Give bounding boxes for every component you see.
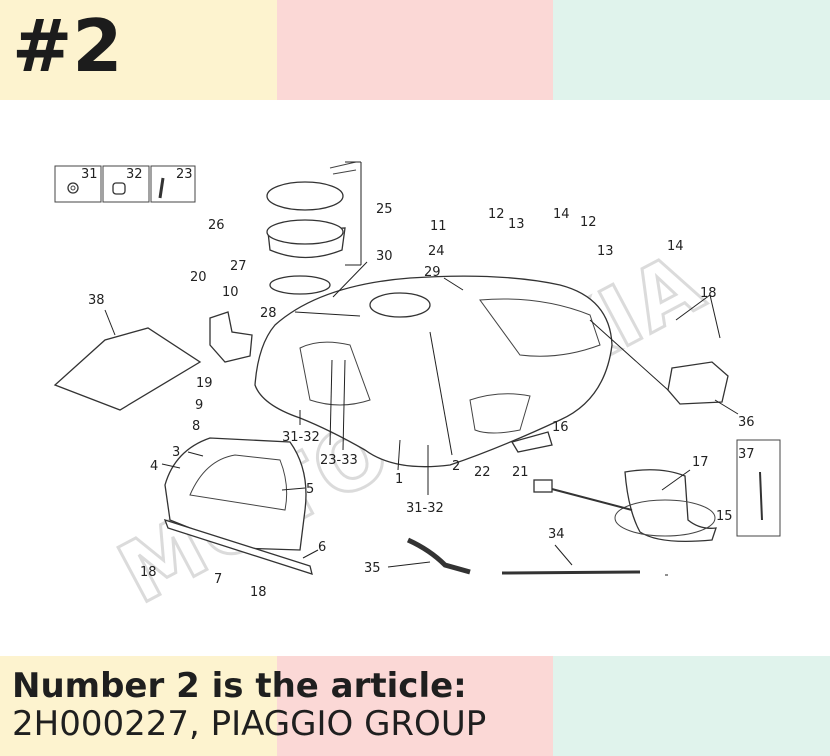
label-2: 2 bbox=[452, 459, 460, 474]
header-band bbox=[0, 0, 830, 100]
label-20: 20 bbox=[190, 270, 207, 285]
footer-band-mint bbox=[553, 656, 830, 756]
label-11: 11 bbox=[430, 219, 447, 234]
label-29: 29 bbox=[424, 265, 441, 280]
parts-diagram: MOTOMIKKIA bbox=[53, 161, 781, 624]
label-12: 12 bbox=[488, 207, 505, 222]
label-12b: 12 bbox=[580, 215, 597, 230]
label-28: 28 bbox=[260, 306, 277, 321]
label-18c: 18 bbox=[250, 585, 267, 600]
label-26: 26 bbox=[208, 218, 225, 233]
footer-band-yellow bbox=[0, 656, 277, 756]
header-band-yellow bbox=[0, 0, 277, 100]
label-32: 32 bbox=[126, 167, 143, 182]
footer-band-pink bbox=[277, 656, 553, 756]
label-9: 9 bbox=[195, 398, 203, 413]
label-13: 13 bbox=[508, 217, 525, 232]
label-17: 17 bbox=[692, 455, 709, 470]
fuel-cap-assembly bbox=[266, 161, 362, 266]
label-19: 19 bbox=[196, 376, 213, 391]
ecu bbox=[667, 361, 729, 405]
page-title: #2 bbox=[12, 4, 123, 88]
header-band-pink bbox=[277, 0, 553, 100]
label-38: 38 bbox=[88, 293, 105, 308]
header-band-mint bbox=[553, 0, 830, 100]
hose bbox=[406, 537, 471, 575]
bracket-16 bbox=[511, 431, 553, 453]
label-24: 24 bbox=[428, 244, 445, 259]
tube bbox=[501, 570, 641, 575]
part-labels: 31 32 23 25 26 27 30 29 11 24 12 13 14 1… bbox=[81, 167, 755, 600]
label-31: 31 bbox=[81, 167, 98, 182]
caption-line-2: 2H000227, PIAGGIO GROUP bbox=[12, 704, 487, 744]
fuel-pump bbox=[533, 469, 717, 542]
gasket bbox=[269, 275, 331, 295]
tray bbox=[53, 327, 202, 411]
label-23: 23 bbox=[176, 167, 193, 182]
label-31-32b: 31-32 bbox=[406, 501, 444, 516]
label-4: 4 bbox=[150, 459, 158, 474]
caption-line-1: Number 2 is the article: bbox=[12, 666, 467, 706]
label-27: 27 bbox=[230, 259, 247, 274]
strip bbox=[163, 518, 313, 575]
label-3: 3 bbox=[172, 445, 180, 460]
label-37: 37 bbox=[738, 447, 755, 462]
label-30: 30 bbox=[376, 249, 393, 264]
label-18: 18 bbox=[700, 286, 717, 301]
label-31-32: 31-32 bbox=[282, 430, 320, 445]
label-6: 6 bbox=[318, 540, 326, 555]
label-23-33: 23-33 bbox=[320, 453, 358, 468]
label-7: 7 bbox=[214, 572, 222, 587]
label-14b: 14 bbox=[667, 239, 684, 254]
label-10: 10 bbox=[222, 285, 239, 300]
label-1: 1 bbox=[395, 472, 403, 487]
label-22: 22 bbox=[474, 465, 491, 480]
label-15: 15 bbox=[716, 509, 733, 524]
label-21: 21 bbox=[512, 465, 529, 480]
label-35: 35 bbox=[364, 561, 381, 576]
fuel-tank bbox=[254, 275, 613, 468]
label-8: 8 bbox=[192, 419, 200, 434]
footer-band bbox=[0, 656, 830, 756]
label-25: 25 bbox=[376, 202, 393, 217]
bracket bbox=[209, 311, 253, 363]
label-13b: 13 bbox=[597, 244, 614, 259]
label-36: 36 bbox=[738, 415, 755, 430]
side-cover bbox=[164, 437, 307, 551]
label-18b: 18 bbox=[140, 565, 157, 580]
label-5: 5 bbox=[306, 482, 314, 497]
label-14: 14 bbox=[553, 207, 570, 222]
small-parts-boxes bbox=[54, 165, 196, 203]
label-34: 34 bbox=[548, 527, 565, 542]
leader-lines bbox=[104, 261, 739, 576]
label-16: 16 bbox=[552, 420, 569, 435]
sensor-box bbox=[736, 439, 781, 537]
